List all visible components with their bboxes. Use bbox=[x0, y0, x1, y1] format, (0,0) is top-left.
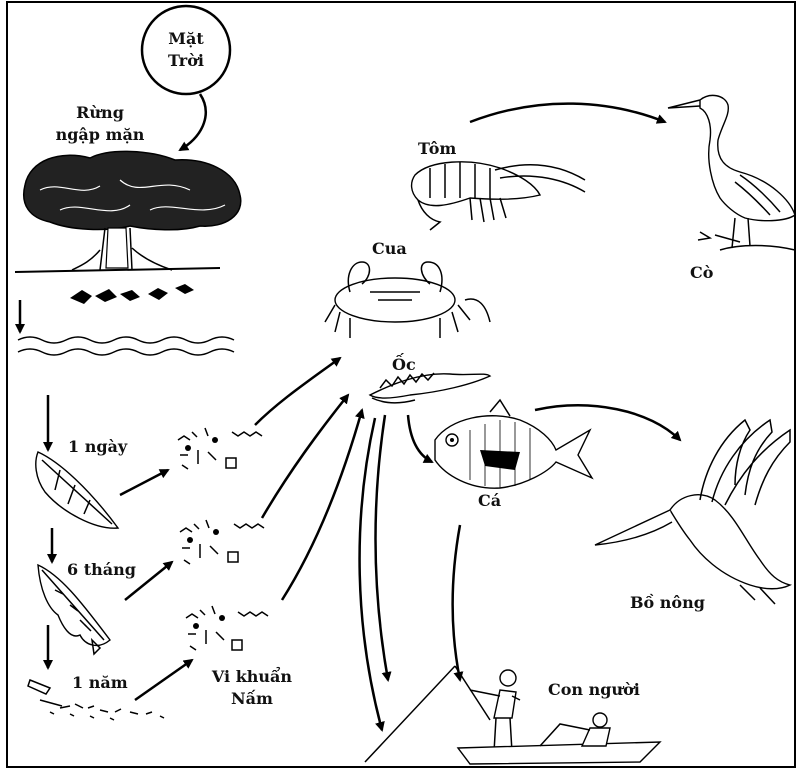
arrow-shrimp-to-egret bbox=[470, 104, 665, 122]
label-humans: Con người bbox=[548, 680, 640, 699]
tree-icon bbox=[24, 151, 241, 270]
arrow-microbes-to-snail-2 bbox=[282, 410, 362, 600]
mangrove-forest: Rừng ngập mặn bbox=[15, 103, 241, 355]
fish-icon bbox=[435, 400, 592, 488]
label-shrimp: Tôm bbox=[418, 139, 456, 158]
leaf-1-day-icon bbox=[36, 452, 118, 528]
sun-label-line1: Mặt bbox=[168, 29, 204, 48]
microbes-label-line2: Nấm bbox=[231, 689, 273, 708]
label-one-day: 1 ngày bbox=[68, 437, 128, 456]
fallen-leaves-icon bbox=[70, 284, 194, 304]
arrow-fish-to-pelican bbox=[535, 405, 680, 440]
forest-label-line1: Rừng bbox=[76, 103, 124, 122]
label-six-months: 6 tháng bbox=[67, 560, 136, 579]
arrow-debris-to-microbes-3 bbox=[135, 660, 192, 700]
crab-icon bbox=[325, 262, 490, 338]
water-waves bbox=[18, 337, 234, 355]
arrow-microbes-to-snail-1 bbox=[262, 395, 348, 518]
arrow-microbes-to-crab bbox=[255, 358, 340, 425]
label-fish: Cá bbox=[478, 491, 501, 510]
label-egret: Cò bbox=[690, 263, 714, 282]
arrow-snail-to-humans-1 bbox=[376, 415, 388, 680]
arrow-sun-to-forest bbox=[180, 94, 206, 150]
label-snail: Ốc bbox=[392, 352, 416, 374]
egret-icon bbox=[668, 95, 795, 250]
label-one-year: 1 năm bbox=[72, 673, 128, 692]
label-pelican: Bồ nông bbox=[630, 593, 705, 612]
microbes-cluster-2 bbox=[180, 520, 264, 564]
forest-label-line2: ngập mặn bbox=[56, 125, 145, 144]
label-crab: Cua bbox=[372, 239, 407, 258]
microbes-cluster-1 bbox=[178, 428, 262, 469]
arrow-snail-to-fish bbox=[408, 415, 432, 462]
arrow-fish-to-humans bbox=[453, 525, 461, 680]
microbes-label-line1: Vi khuẩn bbox=[211, 665, 293, 686]
pelican-icon bbox=[595, 420, 790, 604]
snail-icon bbox=[370, 373, 490, 403]
sun-circle bbox=[142, 6, 230, 94]
arrow-leaf-to-microbes-1 bbox=[120, 470, 168, 495]
sun-node: Mặt Trời bbox=[142, 6, 230, 94]
shrimp-icon bbox=[412, 162, 585, 230]
sun-label-line2: Trời bbox=[168, 51, 204, 70]
microbes-cluster-3 bbox=[186, 606, 268, 650]
